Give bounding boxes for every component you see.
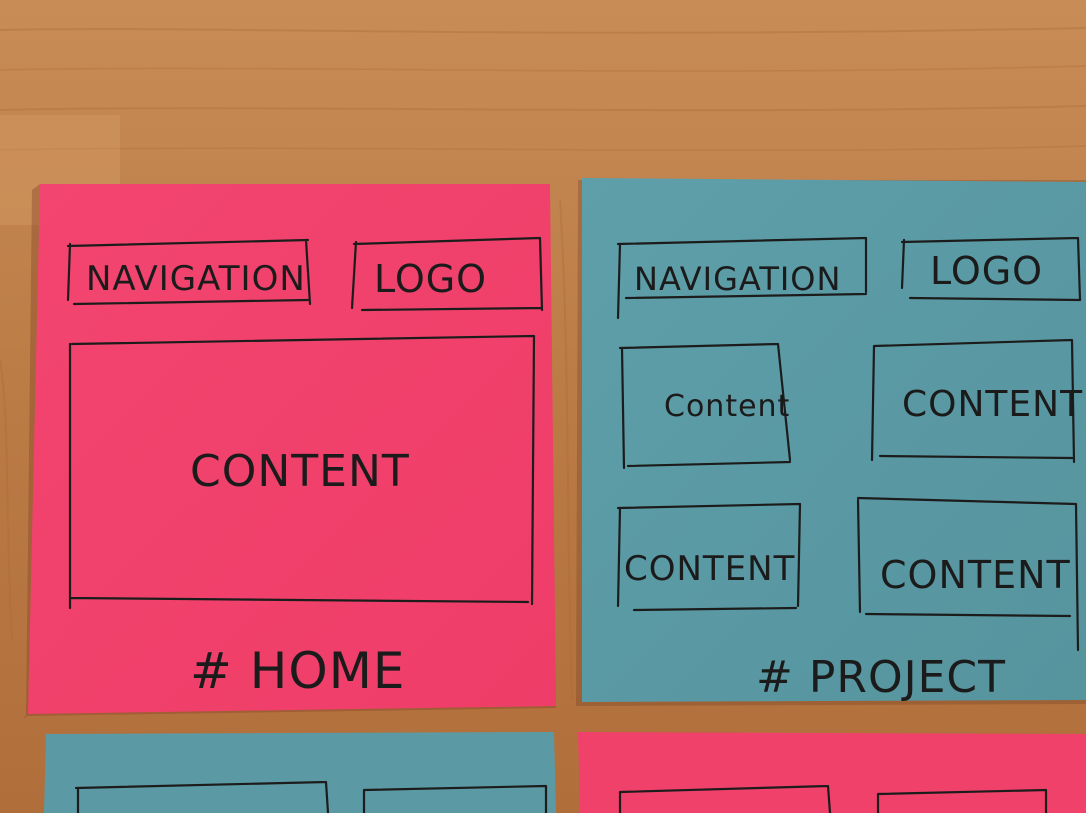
partial-box-4 xyxy=(876,788,1048,813)
content-box xyxy=(68,334,536,610)
navigation-box xyxy=(616,236,868,320)
navigation-box xyxy=(66,238,312,306)
content-box-1 xyxy=(618,342,792,470)
sticky-note-partial-blue xyxy=(44,732,556,813)
note-paper xyxy=(28,184,556,714)
content-label: CONTENT xyxy=(190,446,410,497)
content-label-2: CONTENT xyxy=(902,384,1083,425)
logo-label: LOGO xyxy=(374,257,487,301)
sticky-note-home: NAVIGATION LOGO CONTENT # HOME xyxy=(24,184,556,718)
navigation-label: NAVIGATION xyxy=(634,260,841,298)
sticky-note-partial-pink xyxy=(578,732,1086,813)
partial-box-2 xyxy=(362,784,548,813)
home-caption: # HOME xyxy=(190,642,405,700)
content-box-3 xyxy=(616,502,802,612)
navigation-label: NAVIGATION xyxy=(86,259,306,299)
content-label-3: CONTENT xyxy=(624,549,795,589)
sticky-note-project: NAVIGATION LOGO Content CONTENT CONTENT … xyxy=(576,178,1086,706)
content-box-2 xyxy=(870,338,1076,464)
project-caption: # PROJECT xyxy=(756,652,1006,703)
content-label-1: Content xyxy=(664,389,790,424)
logo-box xyxy=(900,236,1082,302)
wood-grain xyxy=(0,27,1086,701)
logo-label: LOGO xyxy=(930,249,1043,293)
content-box-4 xyxy=(856,496,1080,652)
content-label-4: CONTENT xyxy=(880,553,1071,597)
partial-box-1 xyxy=(74,780,330,813)
note-paper xyxy=(582,178,1086,702)
partial-box-3 xyxy=(618,784,832,813)
logo-box xyxy=(350,236,544,312)
